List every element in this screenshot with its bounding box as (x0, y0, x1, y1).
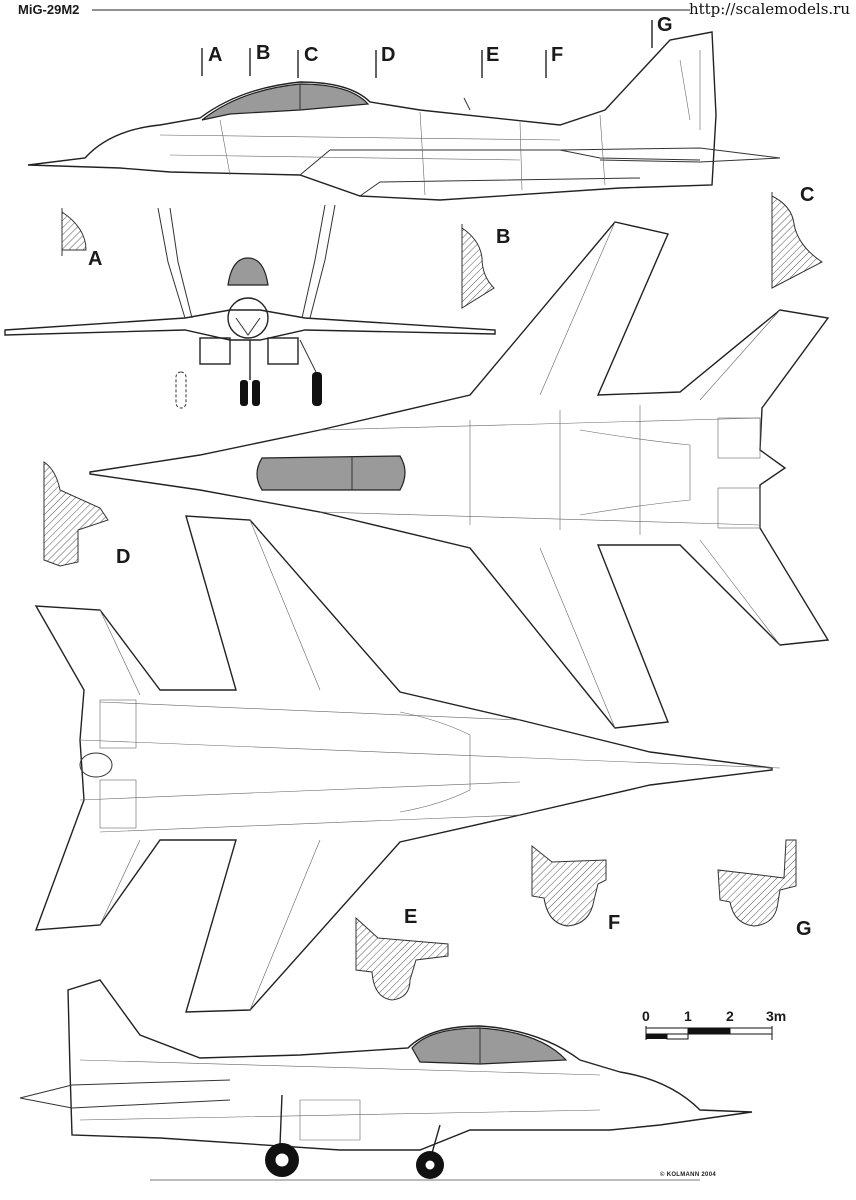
front-view (4, 204, 496, 409)
section-label-g: G (796, 918, 812, 940)
station-label-f: F (551, 44, 564, 66)
scale-label-1: 1 (684, 1008, 692, 1024)
station-label-a: A (208, 44, 223, 66)
station-label-b: B (256, 42, 271, 64)
artist-credit: © KOLMANN 2004 (660, 1172, 716, 1178)
station-label-e: E (486, 44, 500, 66)
station-label-d: D (381, 44, 396, 66)
section-label-b: B (496, 226, 511, 248)
section-label-f: F (608, 912, 621, 934)
cross-section-e (355, 916, 449, 1001)
station-label-g: G (657, 14, 673, 36)
drawing-title: MiG-29M2 (18, 2, 80, 17)
cross-section-b (461, 224, 495, 309)
scale-bar (645, 1026, 773, 1040)
section-label-a: A (88, 248, 103, 270)
section-label-d: D (116, 546, 131, 568)
side-view-top (27, 20, 781, 201)
plan-view-top (89, 221, 830, 729)
station-label-c: C (304, 44, 319, 66)
cross-section-a (61, 208, 87, 256)
scale-label-0: 0 (642, 1008, 650, 1024)
scale-label-3m: 3m (766, 1008, 787, 1024)
section-label-e: E (404, 906, 418, 928)
cross-section-d (43, 461, 109, 567)
watermark-url[interactable]: http://scalemodels.ru (688, 0, 850, 18)
section-label-c: C (800, 184, 815, 206)
cross-section-c (771, 192, 823, 289)
cross-section-f (531, 844, 607, 927)
scale-label-2: 2 (726, 1008, 734, 1024)
cross-section-g (717, 839, 797, 927)
side-view-bottom (19, 979, 753, 1181)
station-ticks-top (201, 20, 653, 78)
plan-view-bottom (34, 515, 781, 1013)
